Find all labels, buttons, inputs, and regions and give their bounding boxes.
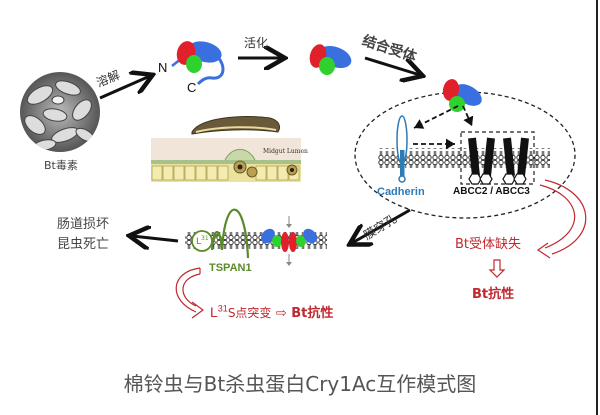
mutation-result: Bt抗性 [291, 306, 334, 321]
caterpillar-midgut-image: Midgut Lumen [151, 116, 308, 182]
receptor-loss-curve-arrow [539, 184, 576, 249]
bt-toxin-crystal-image [20, 72, 100, 152]
c-terminus-label: C [187, 80, 197, 95]
receptor-loss-down-arrow [488, 259, 506, 278]
toxin-to-abc-arrow [462, 105, 474, 127]
receptor-loss-label: Bt受体缺失 [455, 237, 522, 252]
activate-label: 活化 [244, 36, 269, 50]
bound-toxin [442, 79, 482, 112]
receptor-loss-result: Bt抗性 [472, 287, 515, 302]
midgut-lumen-label: Midgut Lumen [263, 148, 308, 155]
cadherin-receptor [396, 115, 408, 183]
figure-title: 棉铃虫与Bt杀虫蛋白Cry1Ac互作模式图 [123, 372, 477, 396]
abc-transporters [468, 137, 529, 185]
outcome-arrow [132, 236, 179, 241]
pore-formation-arrow [352, 208, 411, 243]
outcome-line2: 昆虫死亡 [57, 237, 110, 252]
abc-transporter-box [460, 131, 535, 185]
outcome-line1: 肠道损坏 [57, 217, 110, 232]
residue-number: 31 [201, 235, 209, 242]
activated-toxin [309, 44, 352, 75]
abc-transporter-label: ABCC2 / ABCC3 [453, 186, 530, 197]
cry1ac-protoxin [171, 41, 225, 86]
mutation-prefix: L [210, 304, 218, 320]
mutation-position: 31 [217, 303, 228, 314]
tspan1-protein [191, 208, 250, 259]
bind-receptor-arrow [364, 56, 420, 75]
mutation-arrow-icon: ⇨ [275, 306, 287, 321]
mutation-text: L31S点突变 ⇨ Bt抗性 [210, 302, 333, 321]
toxin-pore-complex [261, 216, 317, 266]
mutation-curve-arrow [175, 267, 205, 319]
right-border-line [596, 0, 598, 415]
mutation-suffix: S点突变 [227, 306, 272, 320]
residue-letter: L [196, 237, 202, 247]
tspan1-label: TSPAN1 [209, 262, 252, 274]
outcome-text: 肠道损坏 昆虫死亡 [57, 215, 109, 255]
tspan1-residue-label: L31 [196, 235, 209, 247]
dissolve-arrow [99, 76, 150, 100]
cadherin-label: Cadherin [377, 186, 425, 198]
toxin-to-cadherin-arrow [413, 105, 459, 129]
bt-toxin-label: Bt毒素 [44, 159, 78, 172]
n-terminus-label: N [158, 60, 168, 75]
